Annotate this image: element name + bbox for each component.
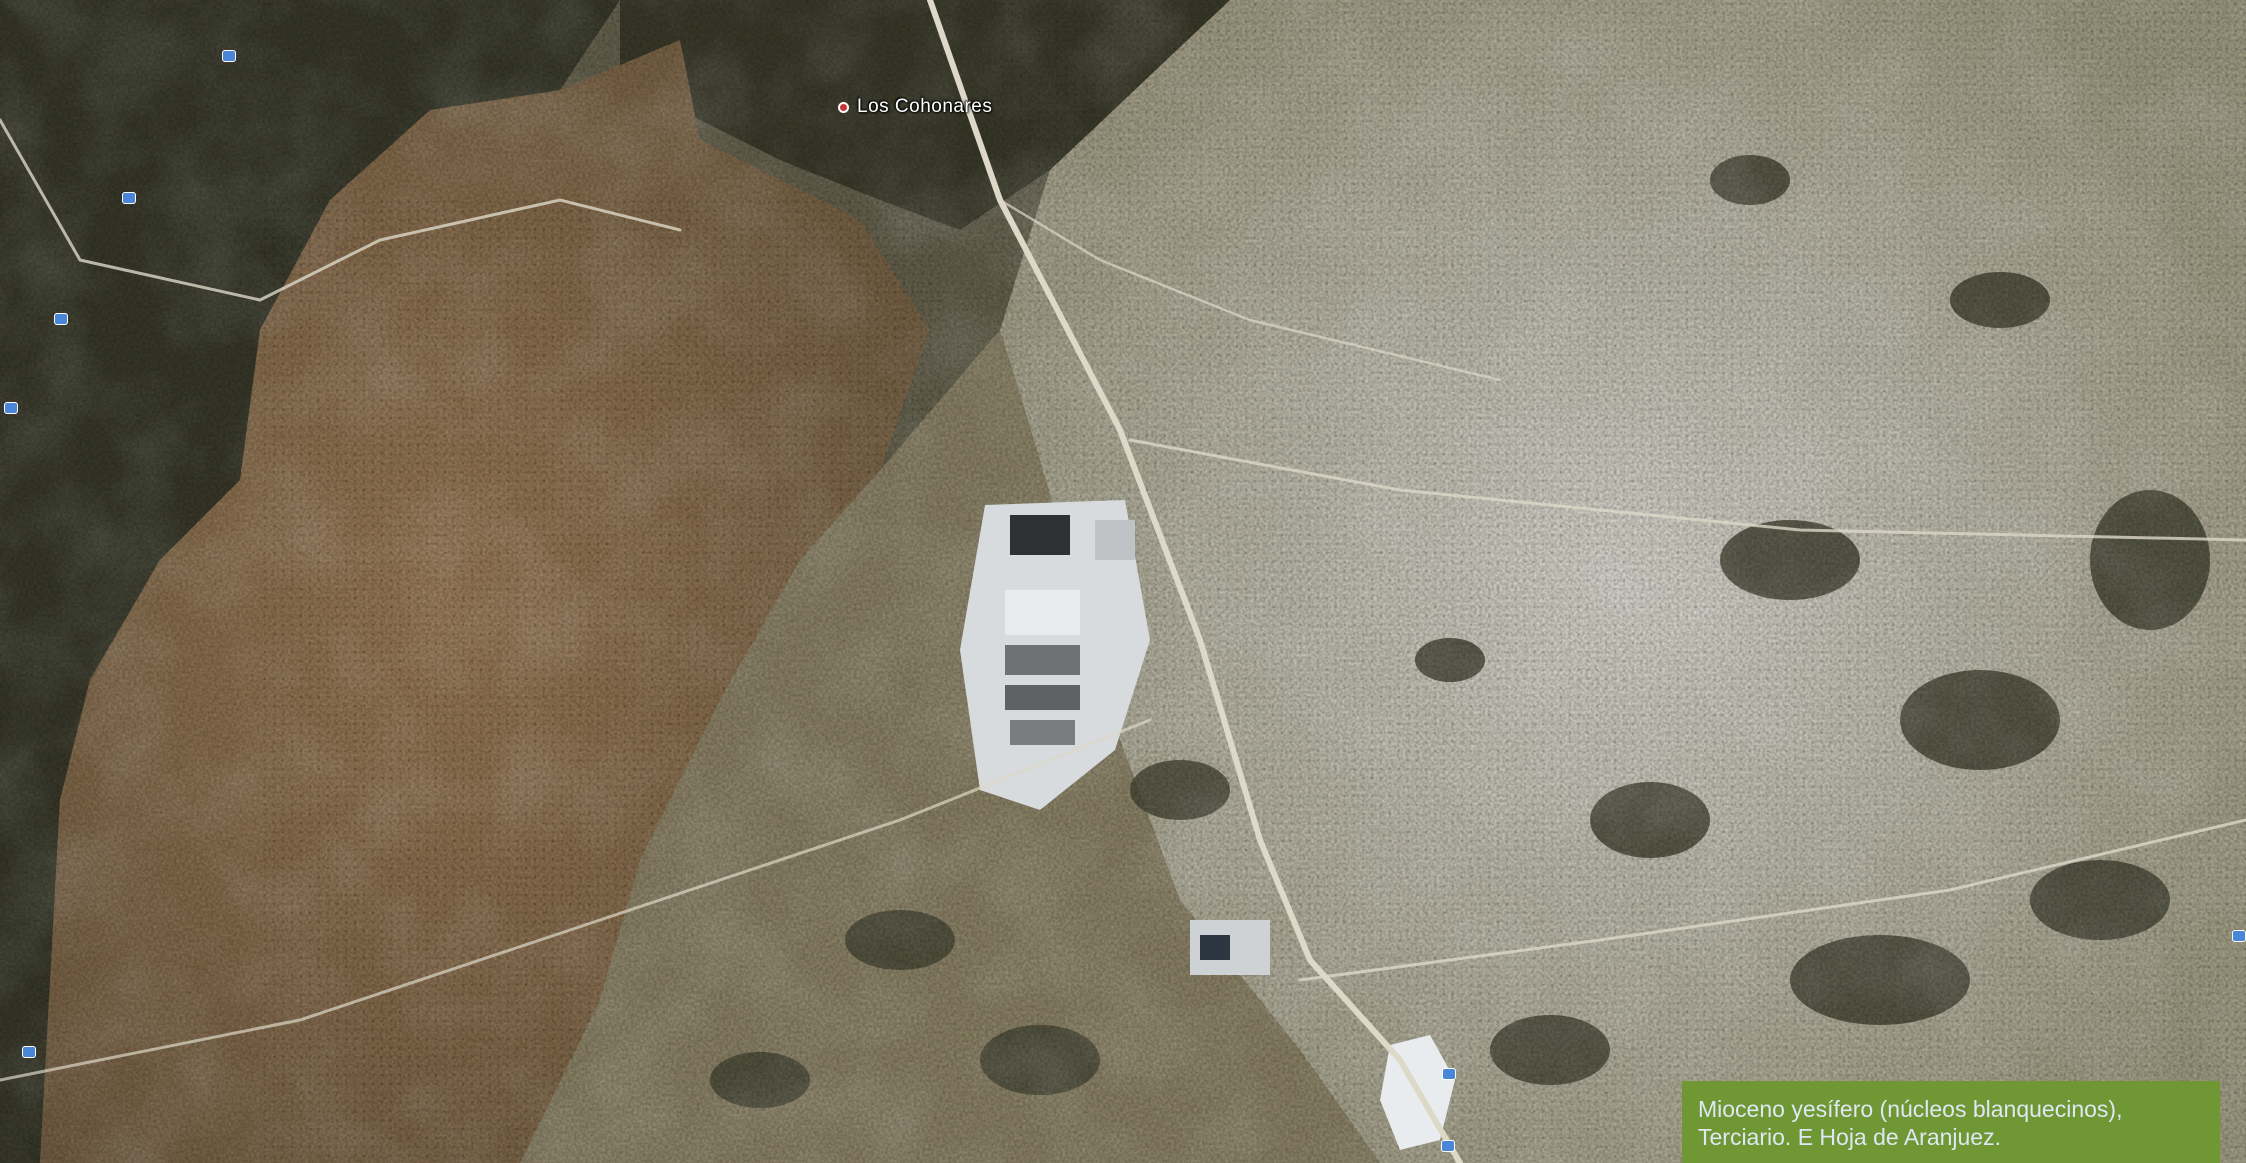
- road-north: [998, 198, 1502, 382]
- road-west: [0, 118, 682, 302]
- road-east: [1128, 438, 2246, 542]
- poi-icon[interactable]: [1441, 1140, 1455, 1152]
- poi-icon[interactable]: [22, 1046, 36, 1058]
- main-road: [927, 0, 1463, 1163]
- poi-icon[interactable]: [2232, 930, 2246, 942]
- place-name[interactable]: Los Cohonares: [857, 96, 993, 117]
- poi-icon[interactable]: [4, 402, 18, 414]
- caption-box: Mioceno yesífero (núcleos blanquecinos),…: [1682, 1081, 2220, 1163]
- quarry: [960, 500, 1150, 810]
- poi-icon[interactable]: [222, 50, 236, 62]
- place-label[interactable]: Los Cohonares: [838, 96, 992, 118]
- poi-icon[interactable]: [1442, 1068, 1456, 1080]
- road-southwest: [0, 718, 1152, 1082]
- industrial-plant: [1190, 920, 1270, 975]
- place-marker-icon[interactable]: [838, 101, 849, 113]
- road-southeast: [1298, 818, 2246, 982]
- caption-line-2: Terciario. E Hoja de Aranjuez.: [1698, 1124, 2001, 1150]
- caption-line-1: Mioceno yesífero (núcleos blanquecinos),: [1698, 1096, 2123, 1122]
- poi-icon[interactable]: [122, 192, 136, 204]
- poi-icon[interactable]: [54, 313, 68, 325]
